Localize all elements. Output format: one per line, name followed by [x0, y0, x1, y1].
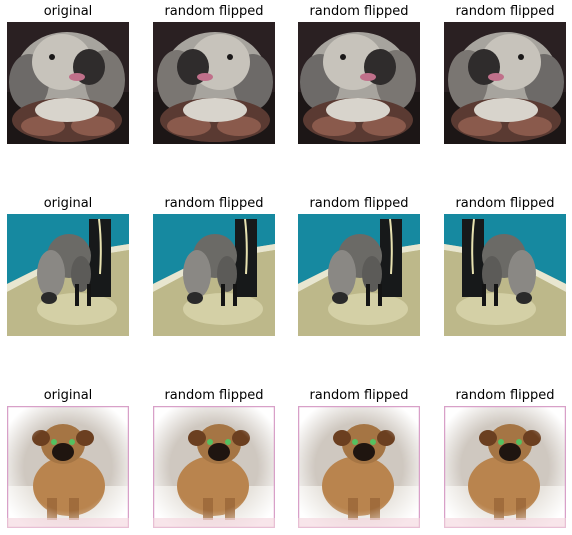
dog-image	[444, 22, 566, 144]
dog-image	[444, 406, 566, 528]
caption: original	[43, 388, 93, 403]
caption: original	[43, 196, 93, 211]
dog-photo-3	[153, 406, 275, 528]
caption: random flipped	[455, 196, 555, 211]
dog-image	[298, 214, 420, 336]
dog-photo-2	[7, 214, 129, 336]
caption: random flipped	[164, 388, 264, 403]
dog-photo-3	[7, 406, 129, 528]
dog-photo-3	[444, 406, 566, 528]
caption: random flipped	[455, 388, 555, 403]
dog-image	[7, 22, 129, 144]
caption: random flipped	[455, 4, 555, 19]
dog-image	[7, 406, 129, 528]
dog-image	[153, 214, 275, 336]
caption: random flipped	[164, 4, 264, 19]
dog-image	[7, 214, 129, 336]
dog-image	[153, 22, 275, 144]
dog-photo-1	[153, 22, 275, 144]
dog-image	[444, 214, 566, 336]
dog-image	[298, 22, 420, 144]
caption: original	[43, 4, 93, 19]
dog-photo-1	[298, 22, 420, 144]
caption: random flipped	[309, 196, 409, 211]
dog-image	[153, 406, 275, 528]
dog-photo-1	[7, 22, 129, 144]
dog-photo-2	[153, 214, 275, 336]
dog-photo-2	[444, 214, 566, 336]
dog-photo-3	[298, 406, 420, 528]
dog-photo-1	[444, 22, 566, 144]
caption: random flipped	[164, 196, 264, 211]
caption: random flipped	[309, 388, 409, 403]
dog-photo-2	[298, 214, 420, 336]
dog-image	[298, 406, 420, 528]
caption: random flipped	[309, 4, 409, 19]
